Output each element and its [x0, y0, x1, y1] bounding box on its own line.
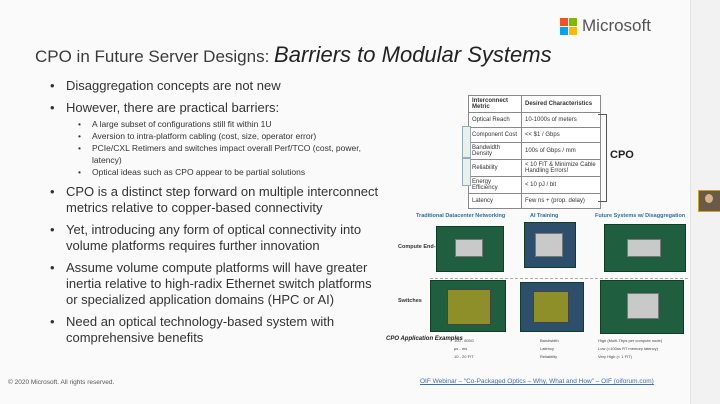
table-header-row: Interconnect Metric Desired Characterist… [468, 95, 601, 113]
diagram-divider [430, 278, 688, 279]
table-row: Component Cost << $1 / Gbps [468, 127, 601, 143]
app-value: Very High (< 1 FIT) [598, 354, 632, 359]
microsoft-logo-icon [560, 17, 577, 35]
presenter-avatar-icon [705, 194, 713, 203]
sub-bullet-item: PCIe/CXL Retimers and switches impact ov… [78, 142, 380, 166]
table-header: Desired Characteristics [521, 95, 601, 113]
diagram-row-label: Switches [398, 298, 422, 304]
table-cell: Component Cost [468, 127, 522, 143]
ai-board-image [524, 222, 576, 268]
interconnect-metrics-table: Interconnect Metric Desired Characterist… [468, 95, 601, 209]
bullet-item: CPO is a distinct step forward on multip… [50, 184, 380, 216]
table-row: Reliability < 10 FIT & Minimize Cable Ha… [468, 159, 601, 177]
cpo-label: CPO [610, 149, 634, 161]
table-cell: Few ns + (prop. delay) [521, 193, 601, 209]
app-value: μs - ms [454, 346, 468, 351]
title-emphasis: Barriers to Modular Systems [274, 42, 552, 67]
slide: CPO in Future Server Designs: Barriers t… [0, 0, 690, 404]
table-cell: 100s of Gbps / mm [521, 142, 601, 160]
table-row: Optical Reach 10-1000s of meters [468, 112, 601, 128]
bullet-item: Assume volume compute platforms will hav… [50, 260, 380, 308]
diagram-row-label: Compute End-Point [398, 244, 450, 250]
side-tag-marker [462, 126, 471, 158]
table-header: Interconnect Metric [468, 95, 522, 113]
table-cell: Latency [468, 193, 522, 209]
diagram-column-title: AI Training [530, 213, 559, 219]
sub-bullet-item: A large subset of configurations still f… [78, 118, 380, 130]
sub-bullet-item: Aversion to intra-platform cabling (cost… [78, 130, 380, 142]
oif-webinar-link[interactable]: OIF Webinar – “Co-Packaged Optics – Why,… [420, 378, 654, 385]
table-cell: 10-1000s of meters [521, 112, 601, 128]
bullet-item: Need an optical technology-based system … [50, 314, 380, 346]
title-prefix: CPO in Future Server Designs: [35, 47, 270, 66]
app-value: Bandwidth [540, 338, 559, 343]
table-cell: < 10 pJ / bit [521, 176, 601, 194]
table-row: Latency Few ns + (prop. delay) [468, 193, 601, 209]
table-row: Energy Efficiency < 10 pJ / bit [468, 176, 601, 194]
ai-switch-image [520, 282, 584, 332]
app-value: Low (<100ns RT memory latency) [598, 346, 658, 351]
sub-bullet-item: Optical ideas such as CPO appear to be p… [78, 166, 380, 178]
side-tag-marker [462, 158, 471, 186]
microsoft-wordmark: Microsoft [582, 16, 651, 35]
switch-board-image [430, 280, 506, 332]
table-cell: Optical Reach [468, 112, 522, 128]
bullet-item: Yet, introducing any form of optical con… [50, 222, 380, 254]
cpo-bracket [598, 114, 607, 202]
bullet-item: Disaggregation concepts are not new [50, 78, 380, 94]
table-cell: Energy Efficiency [468, 176, 522, 194]
webcam-thumbnail[interactable] [698, 190, 720, 212]
app-value: 10 - 20 FIT [454, 354, 474, 359]
cpo-application-label: CPO Application Examples [386, 336, 463, 342]
app-value: Reliability [540, 354, 558, 359]
table-cell: Bandwidth Density [468, 142, 522, 160]
table-row: Bandwidth Density 100s of Gbps / mm [468, 142, 601, 160]
disaggregated-board-image [604, 224, 686, 272]
bullet-list: Disaggregation concepts are not new Howe… [50, 78, 380, 352]
disaggregated-switch-image [600, 280, 684, 334]
app-value: Latency [540, 346, 555, 351]
copyright-text: © 2020 Microsoft. All rights reserved. [8, 379, 115, 386]
slide-title: CPO in Future Server Designs: Barriers t… [35, 42, 552, 68]
sub-bullet-list: A large subset of configurations still f… [66, 118, 380, 178]
compute-board-image [436, 226, 504, 272]
microsoft-logo: Microsoft [560, 16, 651, 36]
app-value: High (Multi-Tbps per compute node) [598, 338, 663, 343]
table-cell: Reliability [468, 159, 522, 177]
diagram-column-title: Future Systems w/ Disaggregation [595, 213, 686, 219]
table-cell: < 10 FIT & Minimize Cable Handling Error… [521, 159, 601, 177]
diagram-column-title: Traditional Datacenter Networking [416, 213, 506, 219]
table-cell: << $1 / Gbps [521, 127, 601, 143]
app-value: 100 - 800G [454, 338, 475, 343]
bullet-item: However, there are practical barriers: A… [50, 100, 380, 178]
